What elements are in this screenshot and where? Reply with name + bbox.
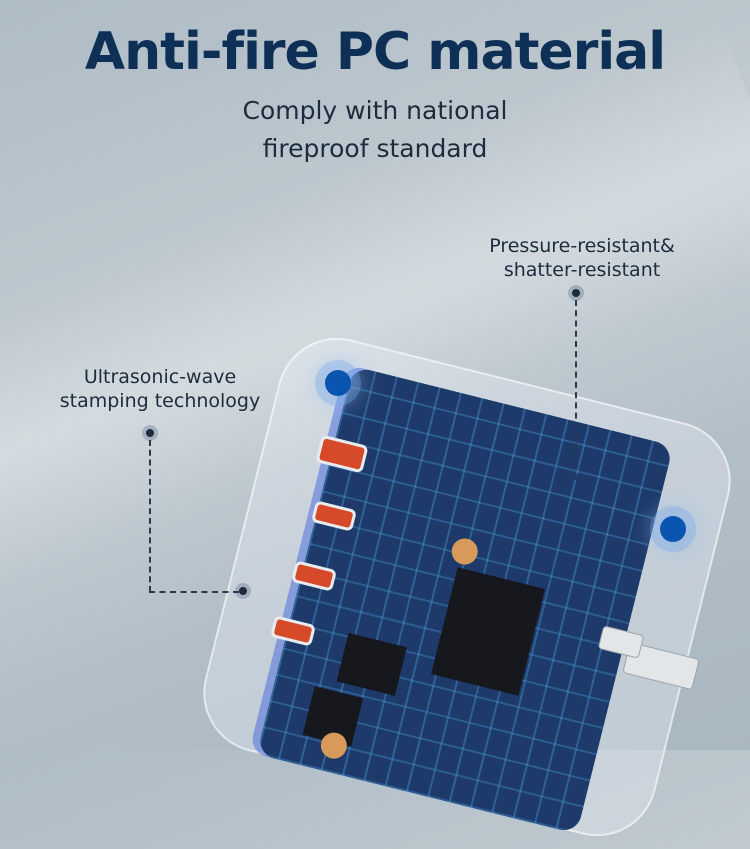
- callout-dot: [239, 587, 247, 595]
- callout-connector-line: [149, 591, 239, 593]
- subtitle-line-1: Comply with national: [242, 96, 508, 125]
- chip-icon: [431, 567, 546, 696]
- callout-line: Ultrasonic-wave: [83, 366, 237, 388]
- callout-line: Pressure-resistant&: [489, 235, 675, 257]
- highlight-dot: [325, 370, 351, 396]
- capacitor-icon: [448, 535, 481, 568]
- highlight-dot: [660, 516, 686, 542]
- page-title: Anti-fire PC material: [84, 22, 666, 82]
- callout-line: shatter-resistant: [503, 259, 661, 281]
- callout-pressure-resistant: Pressure-resistant& shatter-resistant: [462, 234, 702, 282]
- callout-connector-line: [575, 300, 577, 480]
- chip-icon: [336, 632, 407, 696]
- callout-connector-line: [149, 440, 151, 592]
- callout-dot: [146, 429, 154, 437]
- callout-ultrasonic: Ultrasonic-wave stamping technology: [50, 365, 270, 413]
- subtitle: Comply with national fireproof standard: [0, 92, 750, 168]
- subtitle-line-2: fireproof standard: [262, 134, 488, 163]
- callout-dot: [572, 289, 580, 297]
- callout-line: stamping technology: [59, 390, 261, 412]
